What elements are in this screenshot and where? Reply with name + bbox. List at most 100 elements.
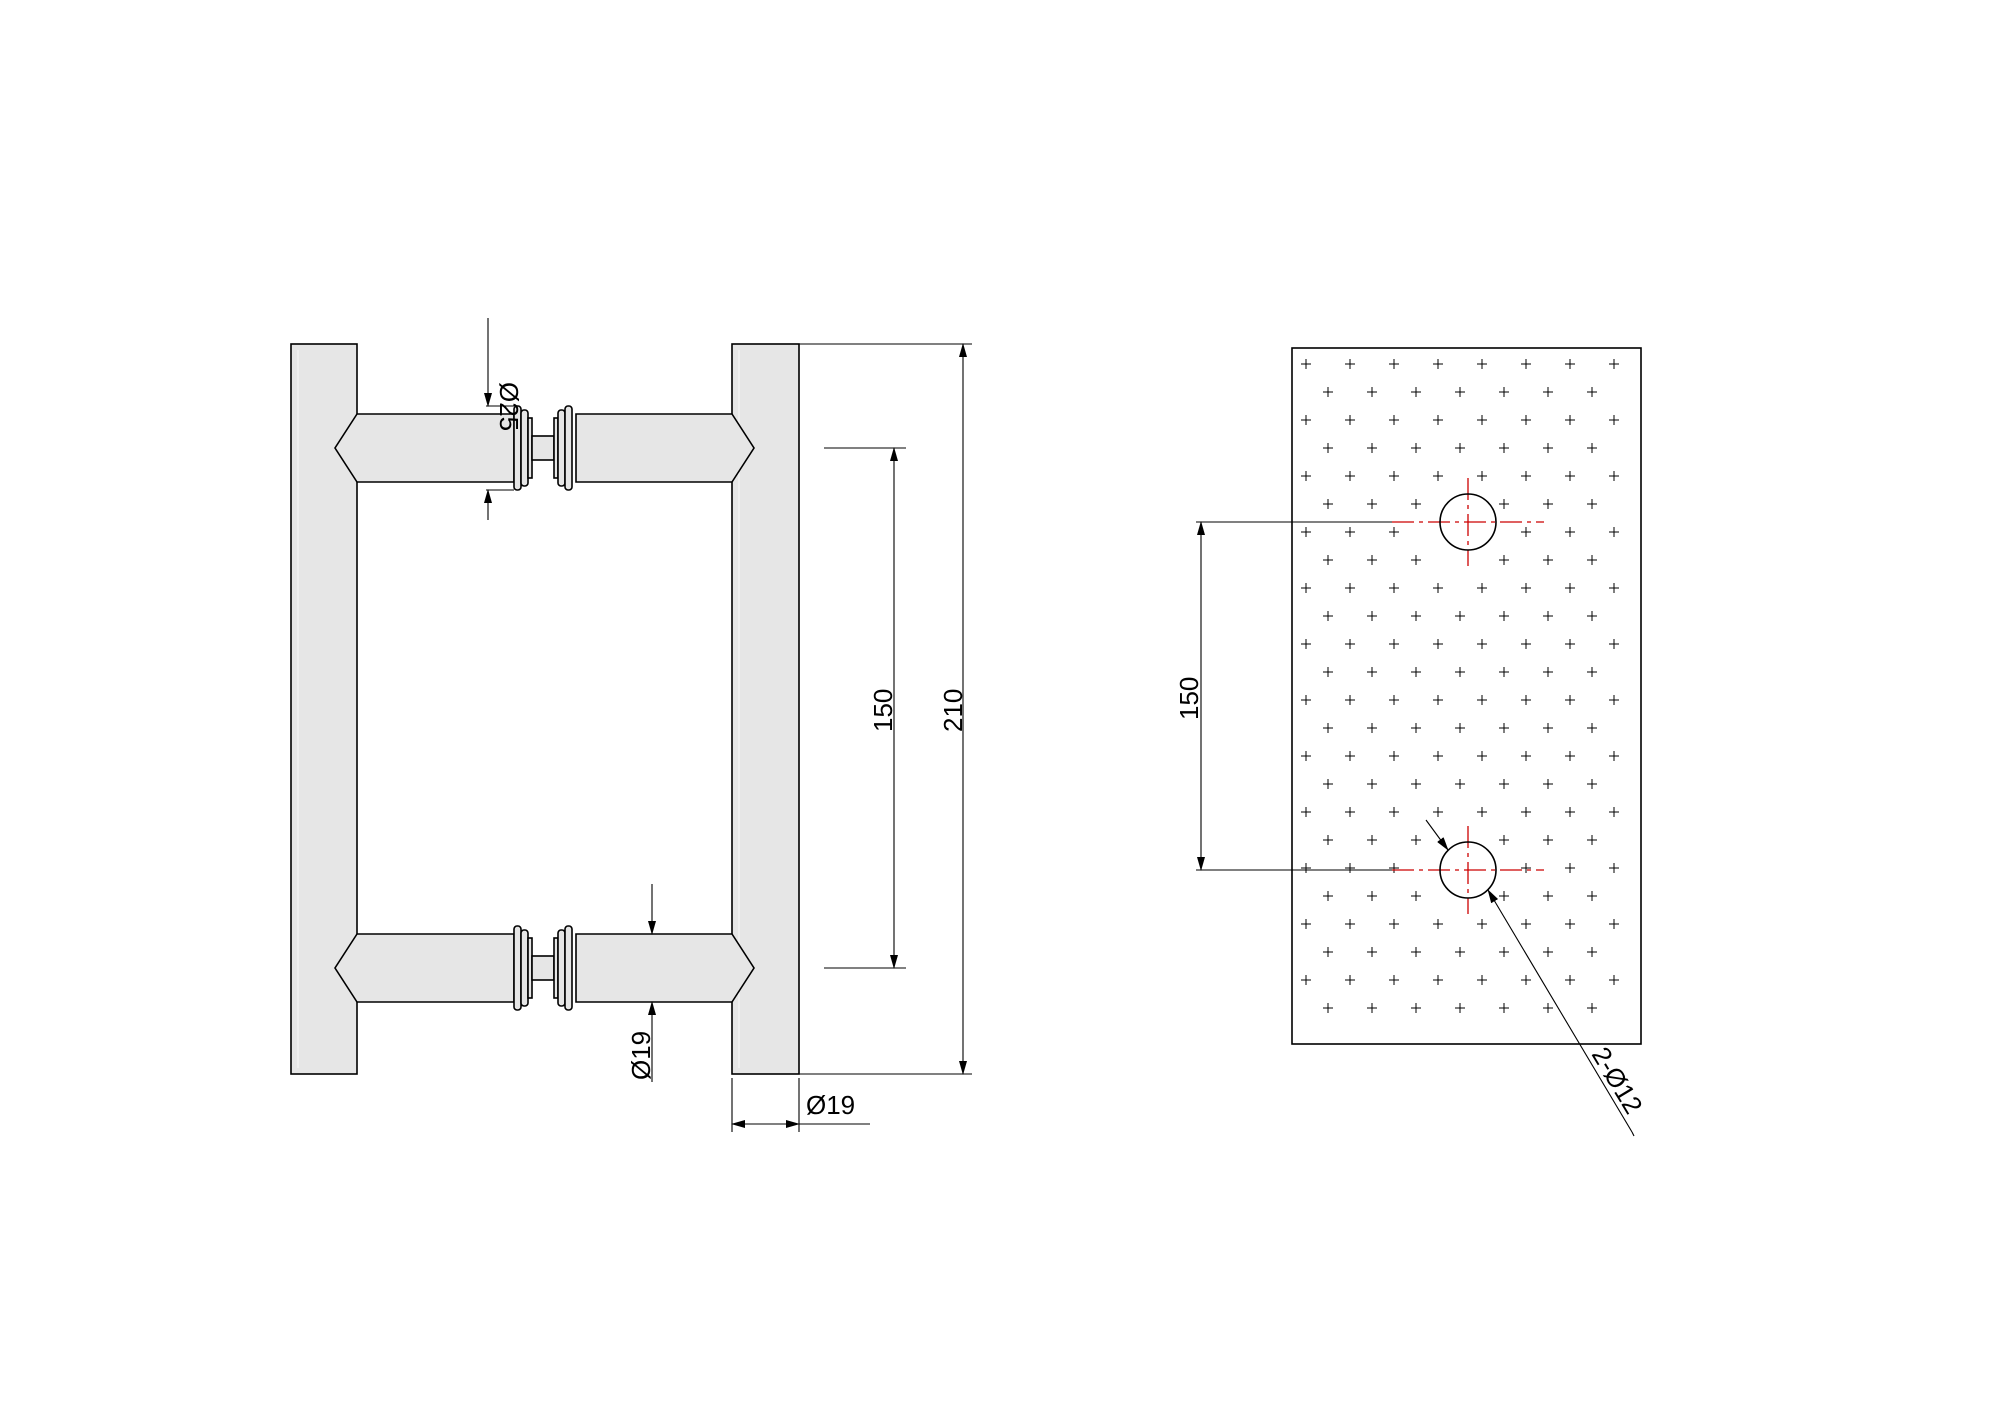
collar-diameter-dimension: Ø25: [484, 318, 524, 520]
hatch-mark: [1543, 947, 1553, 957]
hatch-mark: [1367, 443, 1377, 453]
hatch-mark: [1323, 723, 1333, 733]
collar-diameter-label: Ø25: [494, 382, 524, 431]
hatch-mark: [1345, 471, 1355, 481]
hatch-mark: [1565, 975, 1575, 985]
hatch-mark: [1587, 555, 1597, 565]
hatch-mark: [1587, 1003, 1597, 1013]
hatch-mark: [1367, 555, 1377, 565]
hatch-mark: [1609, 359, 1619, 369]
hatch-mark: [1609, 863, 1619, 873]
hatch-mark: [1323, 779, 1333, 789]
hatch-mark: [1587, 723, 1597, 733]
post-diameter-dimension: Ø19: [731, 1078, 870, 1132]
hatch-mark: [1345, 527, 1355, 537]
hatch-mark: [1411, 835, 1421, 845]
hatch-mark: [1367, 611, 1377, 621]
hatch-mark: [1301, 975, 1311, 985]
hatch-mark: [1609, 415, 1619, 425]
hatch-mark: [1301, 415, 1311, 425]
hatch-mark: [1609, 807, 1619, 817]
hatch-mark: [1543, 443, 1553, 453]
hatch-mark: [1323, 611, 1333, 621]
front-view: Ø25 Ø19 Ø19 150: [290, 318, 972, 1132]
hatch-mark: [1301, 751, 1311, 761]
hatch-mark: [1389, 415, 1399, 425]
hatch-mark: [1301, 695, 1311, 705]
hatch-mark: [1543, 835, 1553, 845]
hatch-mark: [1411, 779, 1421, 789]
hatch-mark: [1477, 751, 1487, 761]
bottom-right-standoff-bar: [575, 933, 755, 1003]
hatch-mark: [1455, 947, 1465, 957]
hatch-mark: [1433, 975, 1443, 985]
hatch-mark: [1455, 1003, 1465, 1013]
hatch-mark: [1477, 583, 1487, 593]
hatch-mark: [1565, 807, 1575, 817]
hatch-mark: [1477, 975, 1487, 985]
hatch-mark: [1587, 387, 1597, 397]
bar-diameter-dimension: Ø19: [626, 884, 656, 1082]
hatch-mark: [1521, 863, 1531, 873]
hatch-mark: [1389, 807, 1399, 817]
hole-spec-label: 2-Ø12: [1586, 1042, 1649, 1119]
hatch-mark: [1499, 947, 1509, 957]
overall-length-dimension: 210: [799, 343, 972, 1075]
hatch-mark: [1521, 471, 1531, 481]
hatch-mark: [1565, 695, 1575, 705]
post-diameter-label: Ø19: [806, 1090, 855, 1120]
top-right-standoff-bar: [575, 413, 755, 483]
hatch-mark: [1499, 499, 1509, 509]
hatch-mark: [1411, 1003, 1421, 1013]
hatch-mark: [1455, 611, 1465, 621]
hatch-mark: [1543, 499, 1553, 509]
hatch-mark: [1345, 639, 1355, 649]
hatch-mark: [1301, 359, 1311, 369]
hatch-mark: [1521, 751, 1531, 761]
hatch-mark: [1411, 611, 1421, 621]
hatch-mark: [1477, 695, 1487, 705]
hatch-mark: [1323, 499, 1333, 509]
hatch-mark: [1455, 667, 1465, 677]
hatch-mark: [1433, 695, 1443, 705]
hatch-mark: [1367, 891, 1377, 901]
hatch-mark: [1301, 863, 1311, 873]
hatch-mark: [1609, 639, 1619, 649]
hatch-mark: [1587, 611, 1597, 621]
hatch-mark: [1411, 387, 1421, 397]
hatch-mark: [1367, 499, 1377, 509]
hatch-mark: [1499, 1003, 1509, 1013]
hatch-mark: [1609, 751, 1619, 761]
hatch-mark: [1521, 807, 1531, 817]
hatch-mark: [1345, 919, 1355, 929]
hatch-mark: [1323, 1003, 1333, 1013]
hatch-mark: [1499, 835, 1509, 845]
hatch-mark: [1367, 723, 1377, 733]
hatch-mark: [1609, 527, 1619, 537]
hatch-mark: [1565, 415, 1575, 425]
hatch-mark: [1433, 751, 1443, 761]
hatch-mark: [1411, 667, 1421, 677]
hatch-mark: [1389, 527, 1399, 537]
hatch-mark: [1301, 583, 1311, 593]
hatch-mark: [1587, 835, 1597, 845]
hatch-mark: [1301, 639, 1311, 649]
hatch-mark: [1477, 919, 1487, 929]
hatch-mark: [1499, 723, 1509, 733]
glass-panel: [1291, 347, 1642, 1045]
hatch-mark: [1411, 443, 1421, 453]
hatch-mark: [1323, 947, 1333, 957]
hatch-mark: [1477, 807, 1487, 817]
hatch-mark: [1565, 751, 1575, 761]
hatch-mark: [1565, 583, 1575, 593]
hatch-mark: [1389, 471, 1399, 481]
hatch-mark: [1565, 863, 1575, 873]
hatch-mark: [1477, 471, 1487, 481]
hatch-mark: [1477, 359, 1487, 369]
hatch-mark: [1521, 639, 1531, 649]
hatch-mark: [1323, 891, 1333, 901]
hatch-mark: [1543, 1003, 1553, 1013]
hatch-mark: [1455, 779, 1465, 789]
hatch-mark: [1367, 835, 1377, 845]
